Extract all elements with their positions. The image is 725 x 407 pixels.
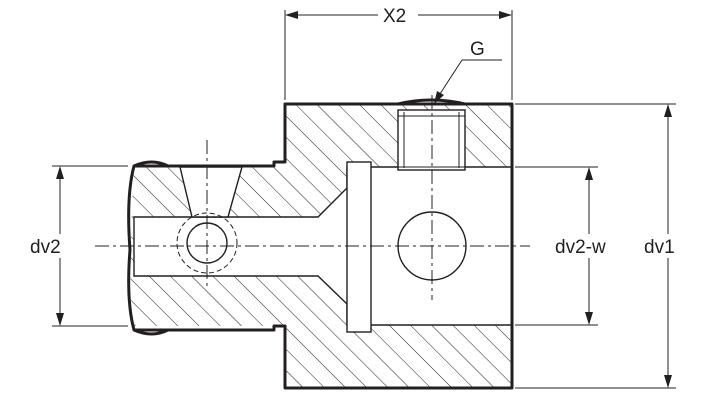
detent-ball-hidden [176,212,238,274]
tip-notch-top [133,160,169,168]
dv2-w-label: dv2-w [555,237,606,258]
dv2-label-bg [28,234,78,258]
dv1-label: dv1 [644,237,675,258]
dv2w-label-bg [552,234,620,258]
dimension-x2: X2 [284,4,513,100]
dimension-dv1: dv1 [515,103,688,389]
dv2-arrow-bottom [56,313,64,326]
dv1-arrow-bottom [664,375,672,388]
top-arc-notch [397,98,466,106]
dimension-g: G [434,39,502,104]
dv2-arrow-top [56,166,64,179]
dv1-arrow-top [664,104,672,117]
x2-arrow-left [285,11,298,19]
outer-outline [127,102,514,390]
g-leader-arrow [434,91,444,104]
g-label: G [470,39,485,60]
dimension-dv2-w: dv2-w [515,166,620,326]
dimension-dv2: dv2 [28,165,128,327]
x2-label: X2 [383,6,406,27]
cross-section-body [127,98,514,390]
dv2w-arrow-bottom [585,312,593,325]
center-lines [95,95,530,300]
tip-notch-bottom [133,328,169,336]
dv2w-arrow-top [585,167,593,180]
x2-label-bg [378,4,418,26]
x2-arrow-right [499,11,512,19]
dv2-label: dv2 [30,237,61,258]
dv1-label-bg [640,234,688,258]
retaining-groove [346,161,372,333]
